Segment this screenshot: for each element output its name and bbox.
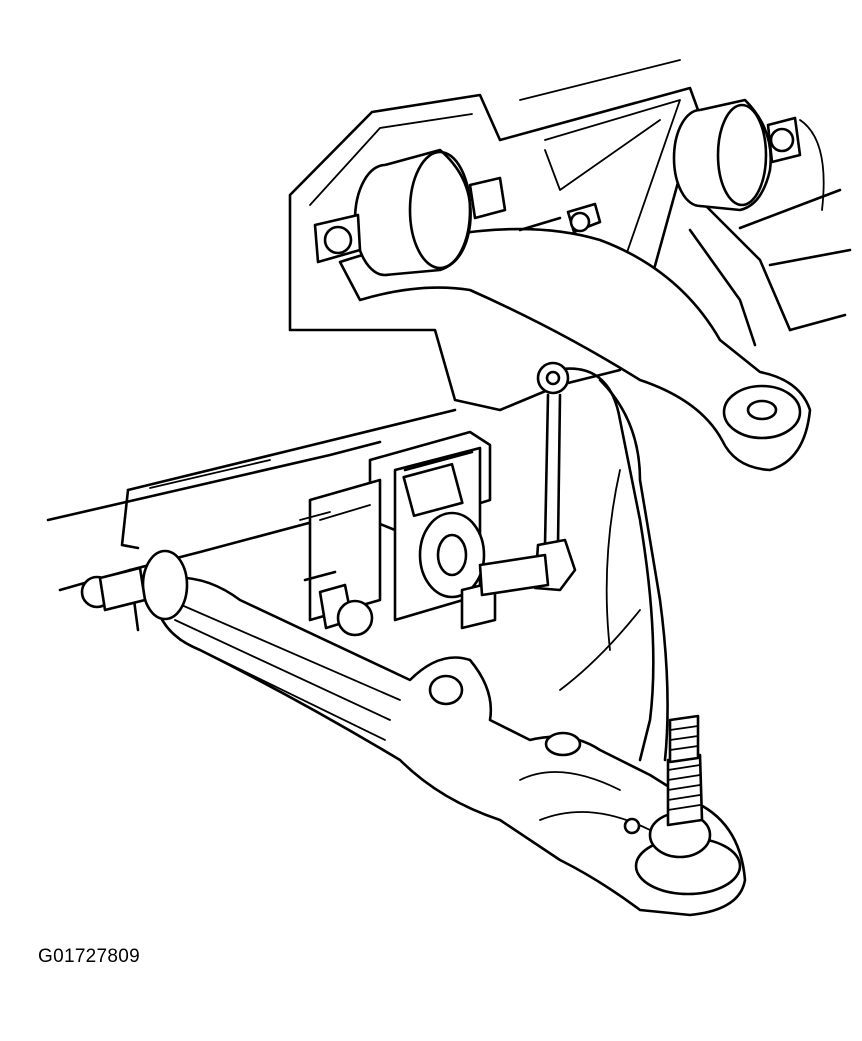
front-upper-bushing [313,148,507,277]
height-sensor-assembly [299,430,550,630]
lower-control-arm [153,576,747,917]
figure-id-label: G01727809 [38,946,141,967]
rear-upper-bushing [672,98,802,212]
lower-ball-joint [623,714,742,896]
sensor-mount-bolt [303,570,374,637]
upper-shaft-nut [518,202,602,234]
front-lower-bushing [80,549,189,621]
steering-knuckle [553,367,669,762]
